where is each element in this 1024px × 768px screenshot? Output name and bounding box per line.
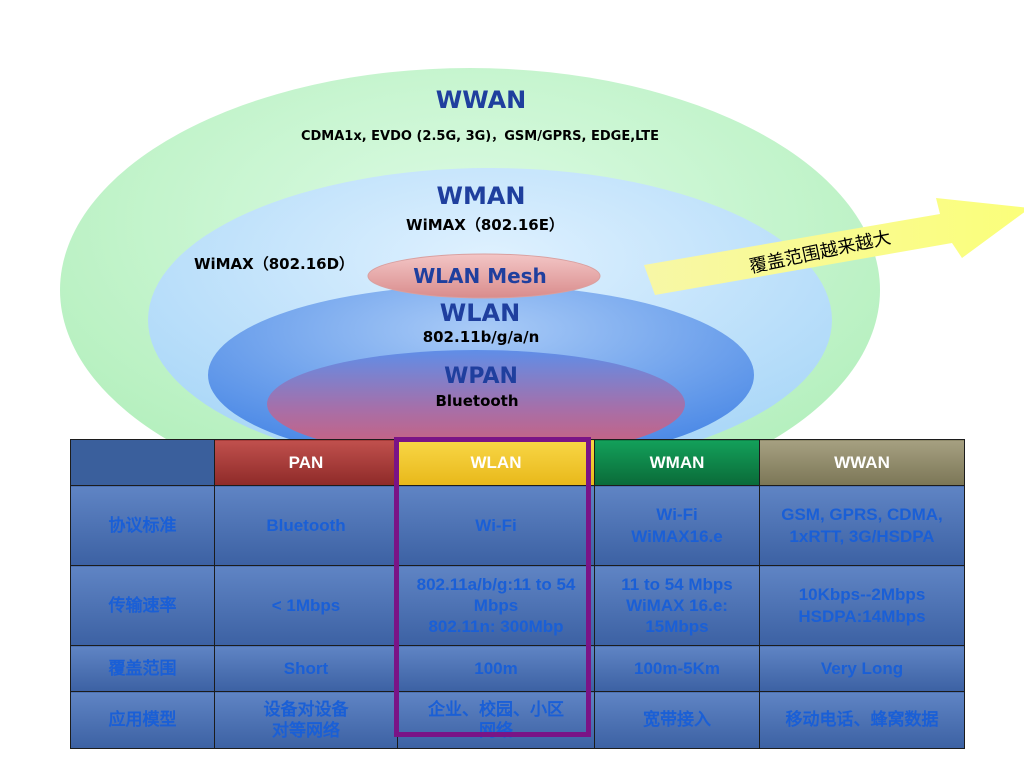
- wimax-16d-label: WiMAX（802.16D）: [194, 255, 354, 273]
- table-cell: Short: [214, 645, 398, 692]
- table-cell: 802.11a/b/g:11 to 54 Mbps 802.11n: 300Mb…: [397, 565, 595, 646]
- table-cell: 10Kbps--2Mbps HSDPA:14Mbps: [759, 565, 965, 646]
- table-row: 协议标准 Bluetooth Wi-Fi Wi-Fi WiMAX16.e GSM…: [70, 485, 965, 566]
- header-wlan: WLAN: [397, 439, 595, 486]
- table-cell: GSM, GPRS, CDMA, 1xRTT, 3G/HSDPA: [759, 485, 965, 566]
- wlan-mesh-ellipse: [367, 253, 601, 299]
- comparison-table: PAN WLAN WMAN WWAN 协议标准 Bluetooth Wi-Fi …: [70, 439, 965, 749]
- wlan-sub: 802.11b/g/a/n: [423, 328, 540, 346]
- wlan-title: WLAN: [440, 299, 520, 327]
- table-cell: 企业、校园、小区 网络: [397, 691, 595, 749]
- header-wwan: WWAN: [759, 439, 965, 486]
- row-label: 传输速率: [70, 565, 215, 646]
- wpan-sub: Bluetooth: [435, 392, 518, 410]
- header-empty: [70, 439, 215, 486]
- table-cell: 移动电话、蜂窝数据: [759, 691, 965, 749]
- row-label: 应用模型: [70, 691, 215, 749]
- wwan-sub: CDMA1x, EVDO (2.5G, 3G)，GSM/GPRS, EDGE,L…: [301, 129, 659, 144]
- table-cell: 设备对设备 对等网络: [214, 691, 398, 749]
- table-cell: 100m: [397, 645, 595, 692]
- coverage-diagram: WWAN CDMA1x, EVDO (2.5G, 3G)，GSM/GPRS, E…: [60, 68, 1024, 440]
- wwan-title: WWAN: [436, 86, 527, 114]
- table-row: 传输速率 < 1Mbps 802.11a/b/g:11 to 54 Mbps 8…: [70, 565, 965, 646]
- row-label: 覆盖范围: [70, 645, 215, 692]
- wlan-mesh-title: WLAN Mesh: [413, 264, 547, 288]
- table-cell: Bluetooth: [214, 485, 398, 566]
- table-cell: 宽带接入: [594, 691, 760, 749]
- table-row: 应用模型 设备对设备 对等网络 企业、校园、小区 网络 宽带接入 移动电话、蜂窝…: [70, 691, 965, 749]
- header-pan: PAN: [214, 439, 398, 486]
- wpan-ellipse: [267, 350, 685, 440]
- table-cell: 100m-5Km: [594, 645, 760, 692]
- wman-title: WMAN: [436, 182, 525, 210]
- table-row: 覆盖范围 Short 100m 100m-5Km Very Long: [70, 645, 965, 692]
- table-header-row: PAN WLAN WMAN WWAN: [70, 439, 965, 486]
- table-cell: Very Long: [759, 645, 965, 692]
- table-cell: Wi-Fi WiMAX16.e: [594, 485, 760, 566]
- coverage-arrow: [644, 198, 1024, 295]
- table-cell: 11 to 54 Mbps WiMAX 16.e: 15Mbps: [594, 565, 760, 646]
- header-wman: WMAN: [594, 439, 760, 486]
- table-cell: < 1Mbps: [214, 565, 398, 646]
- table-cell: Wi-Fi: [397, 485, 595, 566]
- wman-sub: WiMAX（802.16E）: [406, 216, 564, 234]
- wpan-title: WPAN: [444, 364, 518, 389]
- row-label: 协议标准: [70, 485, 215, 566]
